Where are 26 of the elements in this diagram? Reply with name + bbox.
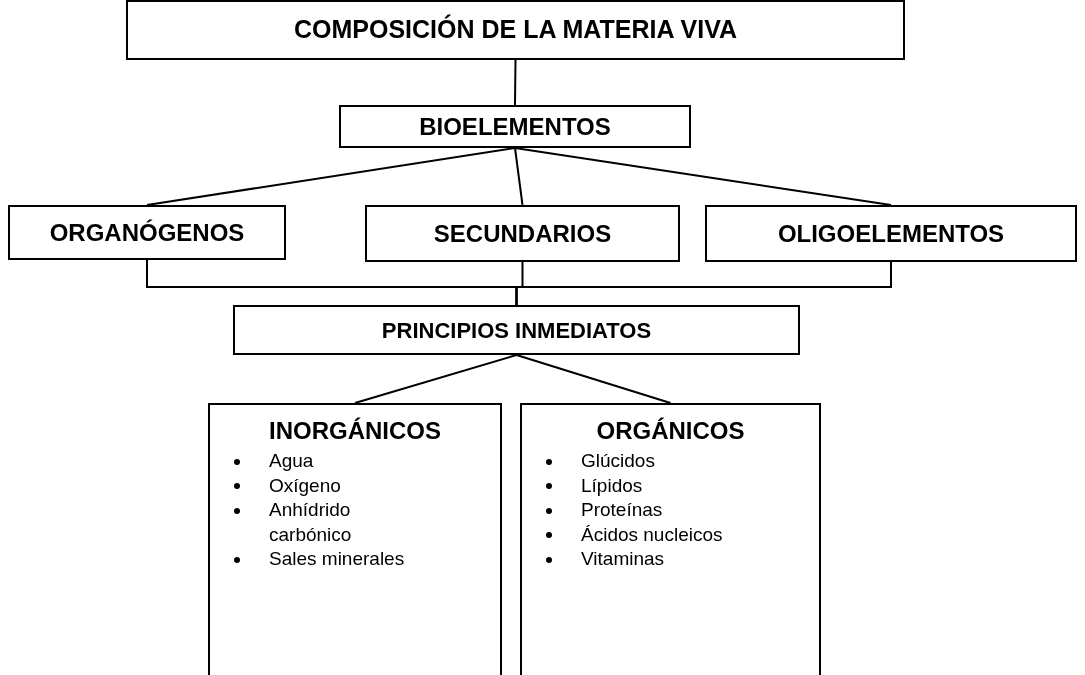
list-item: Proteínas [581,498,664,522]
connector-line [515,354,672,404]
heading: ORGÁNICOS [596,417,745,445]
connector-line [514,147,524,206]
connector-line [515,261,892,306]
connector-line [514,147,892,206]
category-box: BIOELEMENTOS [339,105,691,148]
open-box [520,403,821,675]
list-item: Vitaminas [581,547,666,571]
category-box: SECUNDARIOS [365,205,680,262]
category-box: OLIGOELEMENTOS [705,205,1077,262]
connector-line [354,354,518,404]
connector-line [146,147,516,206]
list-item: Ácidos nucleicos [581,522,724,547]
list-item: Agua [269,449,315,473]
heading: INORGÁNICOS [269,417,441,445]
connector-line [514,59,517,106]
list-item: Oxígeno [269,473,342,498]
category-box: ORGANÓGENOS [8,205,286,260]
open-box [208,403,502,675]
list-item: Anhídrido carbónico [269,498,353,547]
category-box: COMPOSICIÓN DE LA MATERIA VIVA [126,0,905,60]
list-item: Glúcidos [581,449,656,473]
category-box: PRINCIPIOS INMEDIATOS [233,305,800,355]
list-item: Lípidos [581,473,644,498]
list-item: Sales minerales [269,547,406,571]
